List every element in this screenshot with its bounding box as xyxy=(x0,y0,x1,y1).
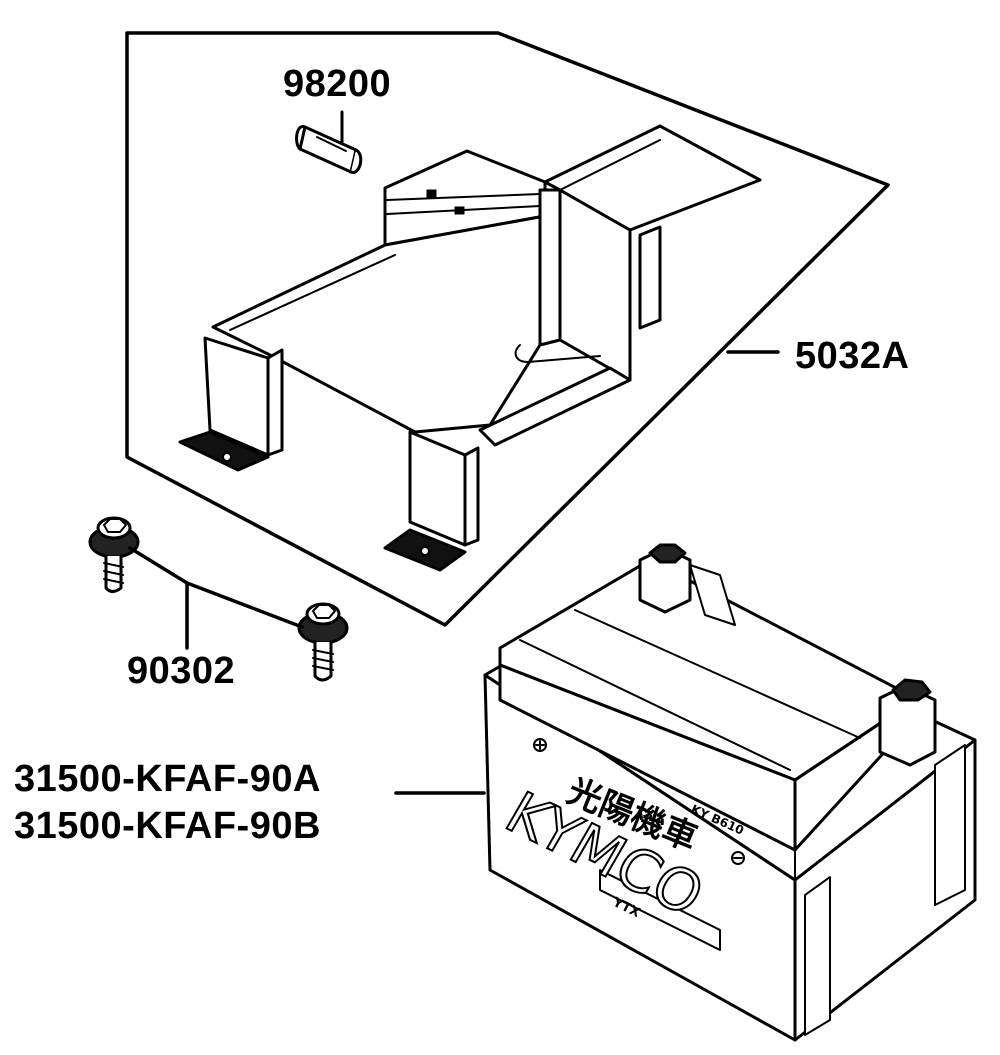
callout-fuse-part-number: 98200 xyxy=(283,63,392,105)
callout-battery-part-number-a: 31500-KFAF-90A xyxy=(14,758,321,800)
callout-bracket-part-number: 5032A xyxy=(795,335,910,377)
battery-drawing xyxy=(483,543,977,1042)
callout-battery-part-number-b: 31500-KFAF-90B xyxy=(14,805,321,847)
bracket-assembly-outline xyxy=(125,31,890,627)
callout-bolt-part-number: 90302 xyxy=(127,650,236,692)
bolt-lower xyxy=(297,602,349,682)
battery-bracket-drawing xyxy=(178,124,762,572)
flange-bolt-drawing xyxy=(88,516,349,682)
fuse-drawing xyxy=(295,125,363,174)
bolt-leader-line xyxy=(128,546,304,629)
bolt-upper xyxy=(88,516,140,593)
